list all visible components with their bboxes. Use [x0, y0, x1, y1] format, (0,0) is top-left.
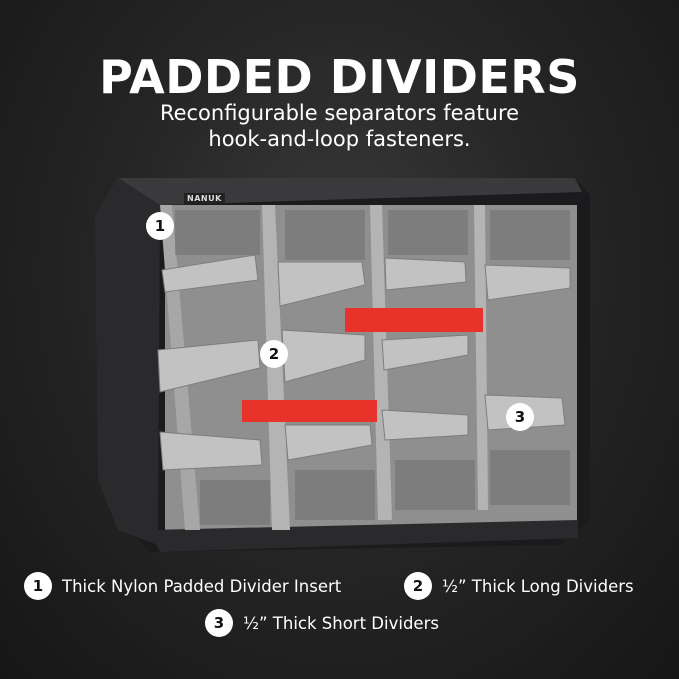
page-title: PADDED DIVIDERS — [99, 50, 580, 104]
legend-marker-3: 3 — [205, 609, 233, 637]
legend-marker-1: 1 — [24, 572, 52, 600]
case-bottom-lip — [150, 520, 578, 552]
cell-shadows — [175, 210, 570, 525]
legend-item-2: 2 ½” Thick Long Dividers — [404, 572, 634, 600]
legend-label-2: ½” Thick Long Dividers — [442, 576, 634, 596]
nanuk-logo-label: NANUK — [184, 193, 225, 204]
callout-marker-2: 2 — [260, 340, 288, 368]
case-top-rim — [118, 178, 582, 205]
legend-item-1: 1 Thick Nylon Padded Divider Insert — [24, 572, 341, 600]
legend-label-3: ½” Thick Short Dividers — [243, 613, 439, 633]
subtitle-line-2: hook-and-loop fasteners. — [208, 127, 471, 151]
legend-item-3: 3 ½” Thick Short Dividers — [205, 609, 439, 637]
legend-marker-2: 2 — [404, 572, 432, 600]
short-dividers — [157, 254, 571, 471]
callout-marker-3: 3 — [506, 403, 534, 431]
case-left-wall — [95, 178, 160, 545]
red-strap-lower — [242, 400, 377, 422]
page-subtitle: Reconfigurable separators feature hook-a… — [0, 100, 679, 152]
red-strap-upper — [345, 308, 483, 332]
legend-label-1: Thick Nylon Padded Divider Insert — [62, 576, 342, 596]
callout-marker-1: 1 — [146, 212, 174, 240]
subtitle-line-1: Reconfigurable separators feature — [159, 101, 520, 125]
